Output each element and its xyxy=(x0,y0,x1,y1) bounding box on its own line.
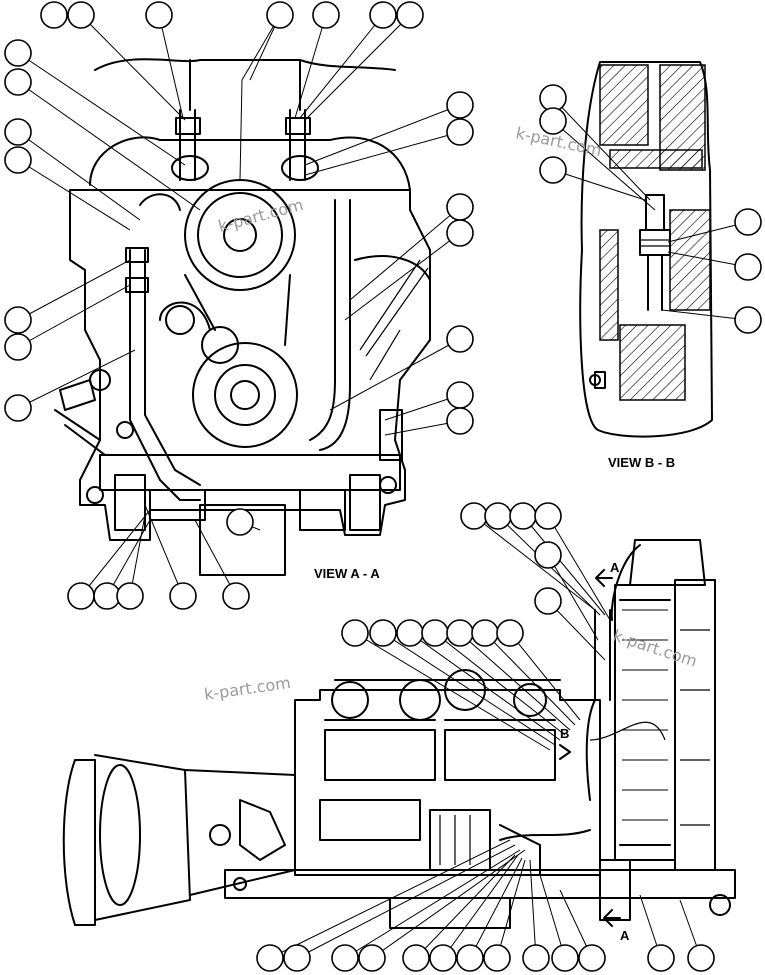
callout-circle xyxy=(369,1,397,29)
radiator-core xyxy=(622,609,668,821)
callout-circle xyxy=(446,118,474,146)
callout-circle xyxy=(687,944,715,972)
callout-circle xyxy=(534,541,562,569)
view-b-callouts xyxy=(539,84,762,334)
callout-circle xyxy=(446,91,474,119)
callout-circle xyxy=(446,407,474,435)
view-b-section xyxy=(579,61,713,438)
callout-circle xyxy=(169,582,197,610)
callout-circle xyxy=(446,193,474,221)
callout-circle xyxy=(341,619,369,647)
callout-circle xyxy=(4,39,32,67)
view-a-front-engine xyxy=(54,58,431,576)
callout-circle xyxy=(67,582,95,610)
view-a-callouts xyxy=(4,1,474,610)
callout-circle xyxy=(509,502,537,530)
callout-circle xyxy=(402,944,430,972)
callout-circle xyxy=(93,582,121,610)
callout-circle xyxy=(358,944,386,972)
watermark: k-part.com xyxy=(216,195,305,236)
side-view-leaders xyxy=(269,515,702,959)
callout-circle xyxy=(396,1,424,29)
callout-circle xyxy=(734,208,762,236)
section-marker-b: B xyxy=(560,726,569,741)
callout-circle xyxy=(446,381,474,409)
callout-circle xyxy=(67,1,95,29)
side-view-engine xyxy=(62,539,736,929)
watermark: k-part.com xyxy=(611,626,700,671)
view-b-leaders xyxy=(552,97,749,321)
callout-circle xyxy=(734,253,762,281)
callout-circle xyxy=(446,219,474,247)
callout-circle xyxy=(4,68,32,96)
callout-circle xyxy=(534,502,562,530)
side-view-callouts xyxy=(256,502,715,972)
callout-circle xyxy=(4,146,32,174)
callout-circle xyxy=(534,587,562,615)
callout-circle xyxy=(312,1,340,29)
callout-circle xyxy=(496,619,524,647)
callout-circle xyxy=(429,944,457,972)
callout-circle xyxy=(283,944,311,972)
callout-circle xyxy=(460,502,488,530)
section-marker-a-bottom: A xyxy=(620,928,630,943)
callout-circle xyxy=(40,1,68,29)
callout-circle xyxy=(484,502,512,530)
section-marker-a-top: A xyxy=(610,560,620,575)
callout-circle xyxy=(256,944,284,972)
callout-circle xyxy=(522,944,550,972)
callout-circle xyxy=(222,582,250,610)
watermark: k-part.com xyxy=(203,673,292,704)
callout-circle xyxy=(145,1,173,29)
callout-circle xyxy=(578,944,606,972)
callout-circle xyxy=(539,107,567,135)
callout-circle xyxy=(446,325,474,353)
callout-circle xyxy=(734,306,762,334)
callout-circle xyxy=(421,619,449,647)
callout-circle xyxy=(471,619,499,647)
callout-circle xyxy=(331,944,359,972)
callout-circle xyxy=(539,156,567,184)
callout-circle xyxy=(483,944,511,972)
callout-circle xyxy=(4,306,32,334)
callout-circle xyxy=(4,118,32,146)
callout-circle xyxy=(369,619,397,647)
callout-circle xyxy=(116,582,144,610)
callout-circle xyxy=(539,84,567,112)
view-a-label: VIEW A - A xyxy=(314,566,380,581)
callout-circle xyxy=(647,944,675,972)
callout-circle xyxy=(446,619,474,647)
callout-circle xyxy=(551,944,579,972)
callout-circle xyxy=(4,333,32,361)
callout-circle xyxy=(4,394,32,422)
callout-circle xyxy=(456,944,484,972)
callout-circle xyxy=(266,1,294,29)
callout-circle xyxy=(226,508,254,536)
view-b-label: VIEW B - B xyxy=(608,455,675,470)
callout-circle xyxy=(396,619,424,647)
